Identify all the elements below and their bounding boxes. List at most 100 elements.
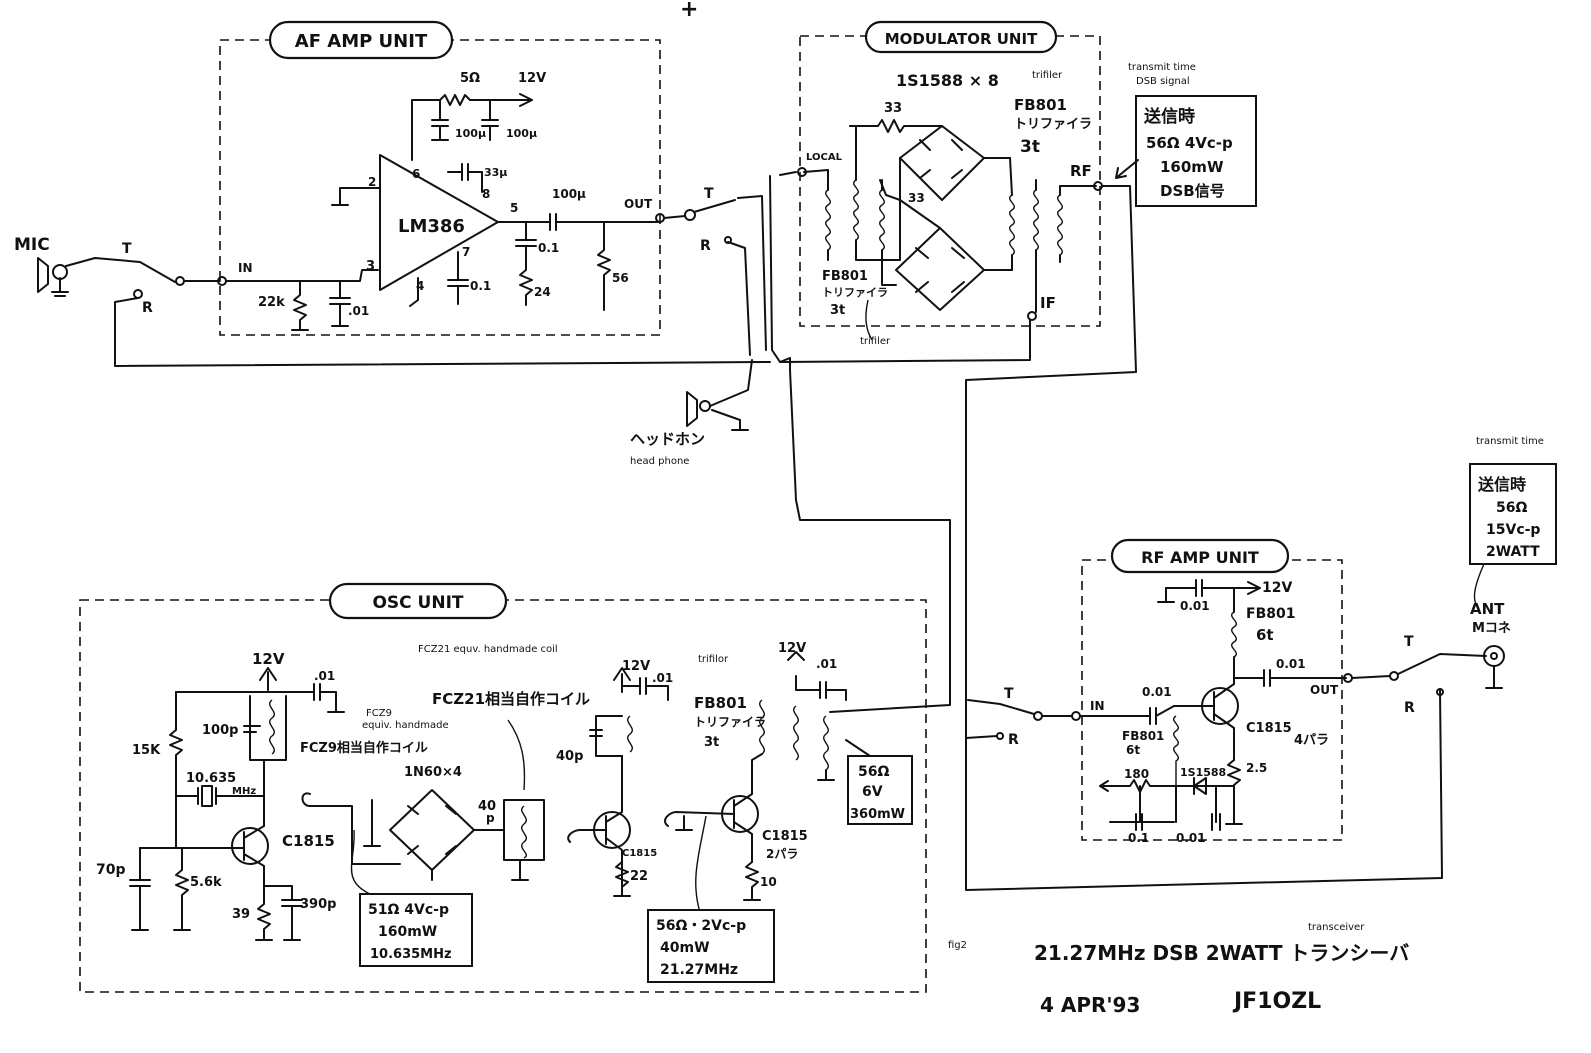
c001-in-label: .01 [348, 304, 369, 318]
rf-transistor-label: C1815 [1246, 721, 1292, 736]
af-unit-pill [268, 20, 454, 60]
osc-c40p-label: 40p [556, 749, 583, 764]
rf-fb801-label: FB801 [1246, 606, 1295, 622]
rf-parallel-label: 4パラ [1294, 733, 1329, 748]
osc-resistor-22 [613, 861, 631, 897]
local-terminal [797, 167, 807, 177]
rf-supply-ground [1157, 587, 1175, 603]
osc2-tank-coil [627, 715, 633, 753]
mic-r-return-wire [114, 297, 771, 367]
supply-wire-5ohm [411, 94, 531, 161]
rf-c001b-label: 0.01 [1276, 657, 1306, 671]
fcz21-coil-can [503, 799, 545, 861]
rf-output-cap [1233, 669, 1347, 687]
modulator-unit: MODULATOR UNIT 1S1588 × 8 trifiler 33 33… [769, 20, 1443, 891]
osc-cap-390p [263, 885, 303, 941]
lm386-ic [379, 154, 499, 291]
rf-amp-unit: RF AMP UNIT 0.01 12V FB801 6t C1815 4パラ … [965, 538, 1511, 845]
mic-icon [37, 257, 49, 293]
dsb-note-line4: DSB信号 [1160, 182, 1225, 200]
bridge-diode-marks [915, 139, 965, 293]
box1-line3: 10.635MHz [370, 947, 452, 962]
rf-to-amp-wire [965, 185, 1443, 891]
osc-link-coil [301, 792, 401, 865]
box1-pointer [350, 829, 371, 895]
osc-transistor2-label: C1815 [622, 848, 657, 859]
rf-in-label: IN [1090, 699, 1105, 713]
dsb-note-arrow [1115, 159, 1139, 179]
connector-label: Mコネ [1472, 621, 1511, 636]
trifilar-jp-b-label: トリファイラ [822, 286, 888, 299]
ant-note-title: transmit time [1476, 436, 1544, 447]
rf-diode-label: 1S1588 [1180, 766, 1226, 779]
box3-line1: 56Ω [858, 764, 889, 780]
mic-label: MIC [14, 235, 50, 255]
rf-bias-diode [1193, 777, 1207, 795]
osc-unit-title: OSC UNIT [372, 593, 463, 613]
rf-turns-b-label: 6t [1126, 743, 1140, 757]
osc3-link-ground [675, 815, 693, 831]
fcz9-jp-label: FCZ9相当自作コイル [300, 740, 428, 756]
ant-note-line1: 送信時 [1477, 475, 1526, 494]
r33b-label: 33 [908, 191, 925, 205]
af-amp-unit: AF AMP UNIT MIC T R IN 22k .01 LM386 2 3… [14, 0, 771, 467]
c100out-label: 100μ [552, 187, 586, 201]
pin2-ground [331, 187, 381, 206]
fcz9-en2-label: equiv. handmade [362, 720, 449, 731]
mic-switch-r: R [142, 300, 153, 316]
osc-transistor1-label: C1815 [282, 832, 335, 850]
osc3-trifilar-coil-b [793, 705, 799, 761]
dsb-note: transmit time DSB signal 送信時 56Ω 4Vc-p 1… [1115, 62, 1257, 207]
ant-note-line3: 15Vc-p [1486, 522, 1540, 538]
trifiler-bottom-label: trifiler [860, 336, 891, 347]
osc-c40p-b-label: p [486, 811, 495, 825]
r5-label: 5Ω [460, 71, 480, 86]
pin4-ground [409, 277, 419, 307]
osc-c40p-a-label: 40 [478, 799, 496, 814]
zobel-network [515, 221, 537, 306]
box1-line1: 51Ω 4Vc-p [368, 902, 449, 918]
osc-unit-pill [328, 582, 508, 620]
osc3-output [817, 739, 871, 781]
af-to-switch-wires [727, 195, 767, 356]
resistor-22k [291, 280, 309, 331]
mic-ground-icon [51, 277, 69, 297]
osc-unit: OSC UNIT 12V .01 100p FCZ9相当自作コイル FCZ9 e… [79, 582, 927, 993]
rf-in-switch-pivot [1033, 711, 1043, 721]
osc-info-box2 [647, 909, 775, 983]
osc-tank-coil [269, 699, 275, 755]
rf-bias-resistor-180 [1099, 779, 1235, 793]
box2-line3: 21.27MHz [660, 962, 738, 978]
mod-coil-r2 [1033, 189, 1039, 251]
osc-transistor3-label: C1815 [762, 829, 808, 844]
af-unit-border [219, 39, 661, 336]
rf-out-switch-pivot [1389, 671, 1399, 681]
local-label: LOCAL [806, 152, 843, 163]
lm386-label: LM386 [398, 216, 465, 237]
mic-wire [65, 257, 176, 283]
r22k-label: 22k [258, 295, 285, 310]
rf-v12-label: 12V [1262, 580, 1292, 596]
af-tr-switch-pivot [684, 209, 696, 221]
osc-tank [243, 695, 287, 761]
r24-label: 24 [534, 285, 551, 299]
osc-parallel-label: 2パラ [766, 847, 798, 861]
osc-c390p-label: 390p [300, 897, 336, 912]
r56-label: 56 [612, 271, 629, 285]
af-in-wire [225, 269, 379, 282]
ant-note-line2: 56Ω [1496, 500, 1527, 516]
doubler-output [431, 829, 505, 881]
mic-switch-r-contact [133, 289, 143, 299]
osc-resistor-56k [173, 847, 191, 931]
diode-bridge-upper [899, 125, 985, 201]
rf-unit-pill [1110, 538, 1290, 574]
fb801b-label: FB801 [822, 269, 868, 284]
osc-diodes-label: 1N60×4 [404, 765, 462, 780]
rf-fb801b-label: FB801 [1122, 729, 1164, 743]
osc3-supply [787, 651, 847, 701]
output-cap-wire [497, 213, 661, 231]
rf-in-terminal [1071, 711, 1081, 721]
osc-c01a-label: .01 [314, 669, 335, 683]
diode-bridge-lower [895, 227, 985, 311]
